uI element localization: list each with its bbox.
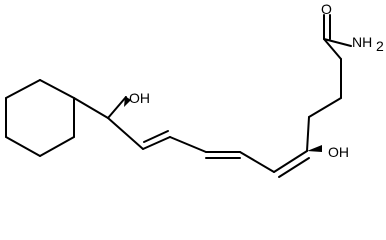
amine-label: NH (352, 34, 372, 50)
molecule-structure: O NH 2 OH OH (5, 1, 384, 178)
hydroxyl-wedge-top (124, 96, 131, 107)
cyclohexane-ring (5, 79, 75, 157)
main-chain (73, 14, 352, 178)
amine-subscript-label: 2 (376, 38, 384, 54)
hydroxyl-bottom-label: OH (328, 144, 349, 160)
hydroxyl-wedge-bottom (307, 145, 322, 152)
atom-labels: O NH 2 OH OH (129, 1, 384, 160)
hydroxyl-top-label: OH (129, 90, 150, 106)
amide-oxygen-label: O (321, 1, 332, 17)
